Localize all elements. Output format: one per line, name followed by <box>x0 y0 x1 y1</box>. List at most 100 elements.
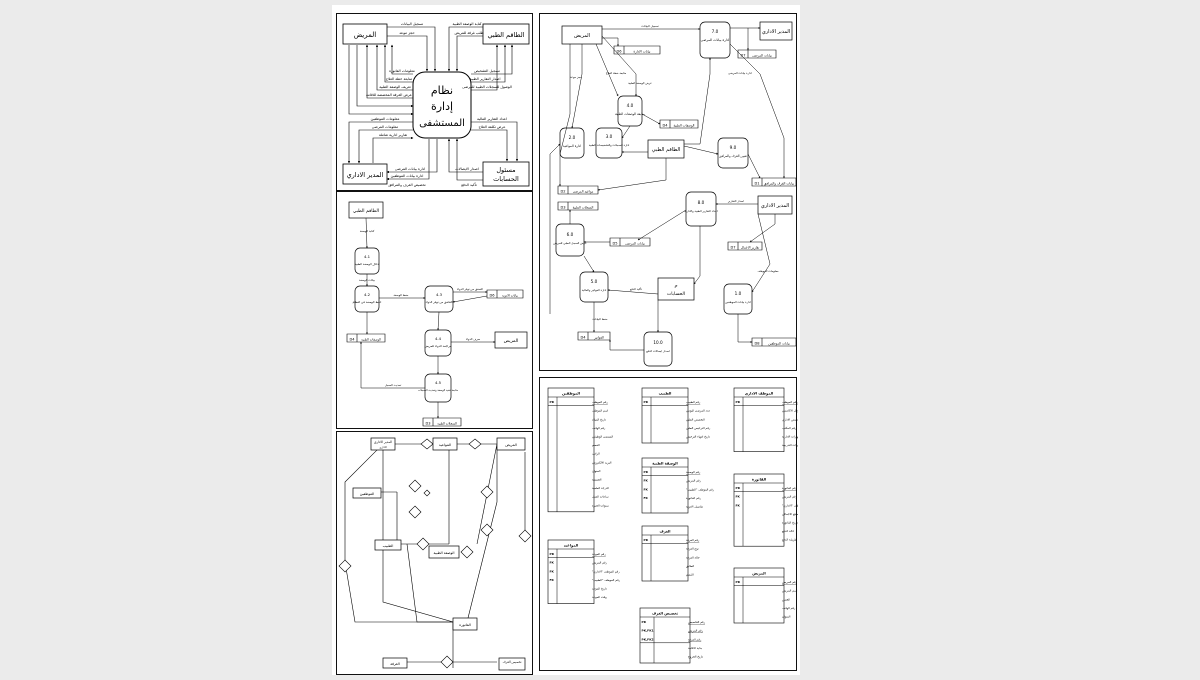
flow-label: متابعة خطة العلاج <box>606 71 627 75</box>
process-num: 1.0 <box>735 291 742 296</box>
erd-panel: المدير الاداري الاداري المريض المواعيد ا… <box>336 431 533 675</box>
schema-field: رقم الهاتف <box>782 606 796 610</box>
schema-field: العنوان <box>592 469 601 473</box>
entity-admin-label: المدير الاداري <box>347 171 384 179</box>
flow-label: تقارير ادارية شاملة <box>379 133 407 137</box>
schema-field: رقم الغرفة <box>686 538 700 542</box>
entity-medical-staff-label: الطاقم الطبي <box>487 31 524 39</box>
schema-field: وقت الموعد <box>592 595 607 599</box>
level1-dfd-panel: المريض المدير الاداري الطاقم الطبي المدي… <box>539 13 797 371</box>
erd-entity <box>382 657 408 669</box>
entity-accountant <box>657 277 695 301</box>
flow-label: حجز موعد <box>570 75 582 79</box>
schema-field: التخصص الاداري <box>782 417 798 421</box>
schema-field: البريد الالكتروني <box>592 460 612 464</box>
schema-field: الدرجة العلمية <box>592 486 609 490</box>
process-1 <box>723 283 753 315</box>
schema-field: الدورات التدريبية <box>782 443 798 447</box>
process-num: 4.3 <box>436 292 443 297</box>
store-name: الفواتير <box>593 336 604 340</box>
flow-label: عرض الوصفة الطبية <box>628 81 652 85</box>
schema-field: الجنسية <box>592 478 602 482</box>
schema-field: تاريخ الخروج <box>688 655 703 659</box>
schema-field: حالة الغرفة <box>686 555 700 559</box>
flow-label: معلومات الموظف <box>758 269 779 273</box>
process-num: 8.0 <box>698 200 705 205</box>
flow-label: متابعة خطة العلاج <box>386 77 413 81</box>
erd-entity-label: المواعيد <box>439 443 451 447</box>
process-text: ادارة المواعيد <box>563 144 581 148</box>
schema-key: PK,FK2 <box>642 637 654 641</box>
erd-entity <box>496 437 526 451</box>
schema-field: رقم الوصفة <box>686 470 701 474</box>
schema-key: FK <box>550 561 555 565</box>
store-name: بيانات المرضى <box>625 242 645 246</box>
process-4-3 <box>424 285 454 313</box>
schema-field: رقم المريض <box>688 629 704 633</box>
level2-dfd-panel: الطاقم الطبي المريض 4.1 ادخال الوصفة الط… <box>336 191 533 429</box>
flow-label: معلومات الفاتورة <box>389 69 415 73</box>
center-title-1: نظام <box>431 84 453 97</box>
erd-entity-label: الطبيب <box>383 544 394 548</box>
store-name: الوصفات الطبية <box>361 338 381 342</box>
schema-table-title: الوصفة الطبية <box>652 462 678 466</box>
entity-label: الطاقم الطبي <box>353 209 379 214</box>
schema-field: رقم المريض <box>686 479 702 483</box>
schema-field: رقم الفاتورة <box>782 486 797 490</box>
store-id: D1 <box>754 182 759 186</box>
schema-key: PK <box>736 400 741 404</box>
process-text: تعيين الغرف والمرافق <box>719 154 747 158</box>
flow-label: عرض تكلفة العلاج <box>479 125 506 129</box>
process-3 <box>595 127 623 159</box>
schema-key: PK <box>644 538 649 542</box>
flow-label: تأكيد الدفع <box>461 182 477 187</box>
store-id: D4 <box>662 124 668 128</box>
flow-label: صرف الدواء <box>466 337 481 341</box>
process-num: 3.0 <box>606 134 613 139</box>
flow-label: ادارة بيانات الموظفين <box>391 174 424 178</box>
flow-label: طلب غرفة للمريض <box>454 31 483 35</box>
schema-field: تفاصيل الادوية <box>686 505 703 509</box>
document-page: المريض الطاقم الطبي المدير الاداري مسئول… <box>332 5 810 675</box>
schema-field: نوع الغرفة <box>686 547 699 551</box>
flow-label: معلومات الموظفين <box>371 117 400 121</box>
process-text: اعداد التقارير الطبية والادارية <box>684 209 718 213</box>
schema-key: PK,FK1 <box>642 629 654 633</box>
schema-table-title: الموظفين <box>562 392 580 396</box>
process-6 <box>555 223 585 257</box>
flow-label: اصدار الايصالات <box>455 167 479 171</box>
process-text: اصدار ايصالات الدفع <box>646 349 670 353</box>
flow-label: تسجيل البيانات <box>641 24 659 28</box>
schema-table-title: المريض <box>752 572 765 576</box>
process-num: 4.5 <box>435 380 442 385</box>
store-id: D4 <box>349 338 355 342</box>
flow-label: كتابة الوصفة الطبية <box>453 22 482 26</box>
process-num: 4.4 <box>435 336 442 341</box>
schema-key: FK <box>736 495 741 499</box>
schema-key: PK <box>644 470 649 474</box>
schema-key: FK <box>644 496 649 500</box>
entity-accountant <box>482 161 530 187</box>
schema-field: التخصص الطبي <box>686 417 705 421</box>
schema-key: PK <box>550 400 555 404</box>
schema-field: رقم الموظف <box>782 400 798 404</box>
entity-patient-label: المريض <box>354 31 377 39</box>
schema-field: رقم الغرفة <box>688 637 702 641</box>
schema-field: تاريخ الفاتورة <box>782 521 798 525</box>
schema-field: رقم الطبيب <box>686 400 701 404</box>
entity-patient <box>494 331 528 349</box>
schema-field: حالة الدفع <box>782 529 794 533</box>
flow-label: اصدار التقارير <box>727 199 744 203</box>
schema-field: عدد المرضى اليومي <box>686 409 710 413</box>
process-num: 7.0 <box>712 29 719 34</box>
erd-entity-label: الاداري <box>379 446 387 449</box>
schema-key: FK <box>550 569 555 573</box>
entity-accountant-label-2: الحسابات <box>493 175 519 183</box>
center-title-2: إدارة <box>431 100 453 113</box>
erd-entity-label: الوصفة الطبية <box>433 551 454 555</box>
